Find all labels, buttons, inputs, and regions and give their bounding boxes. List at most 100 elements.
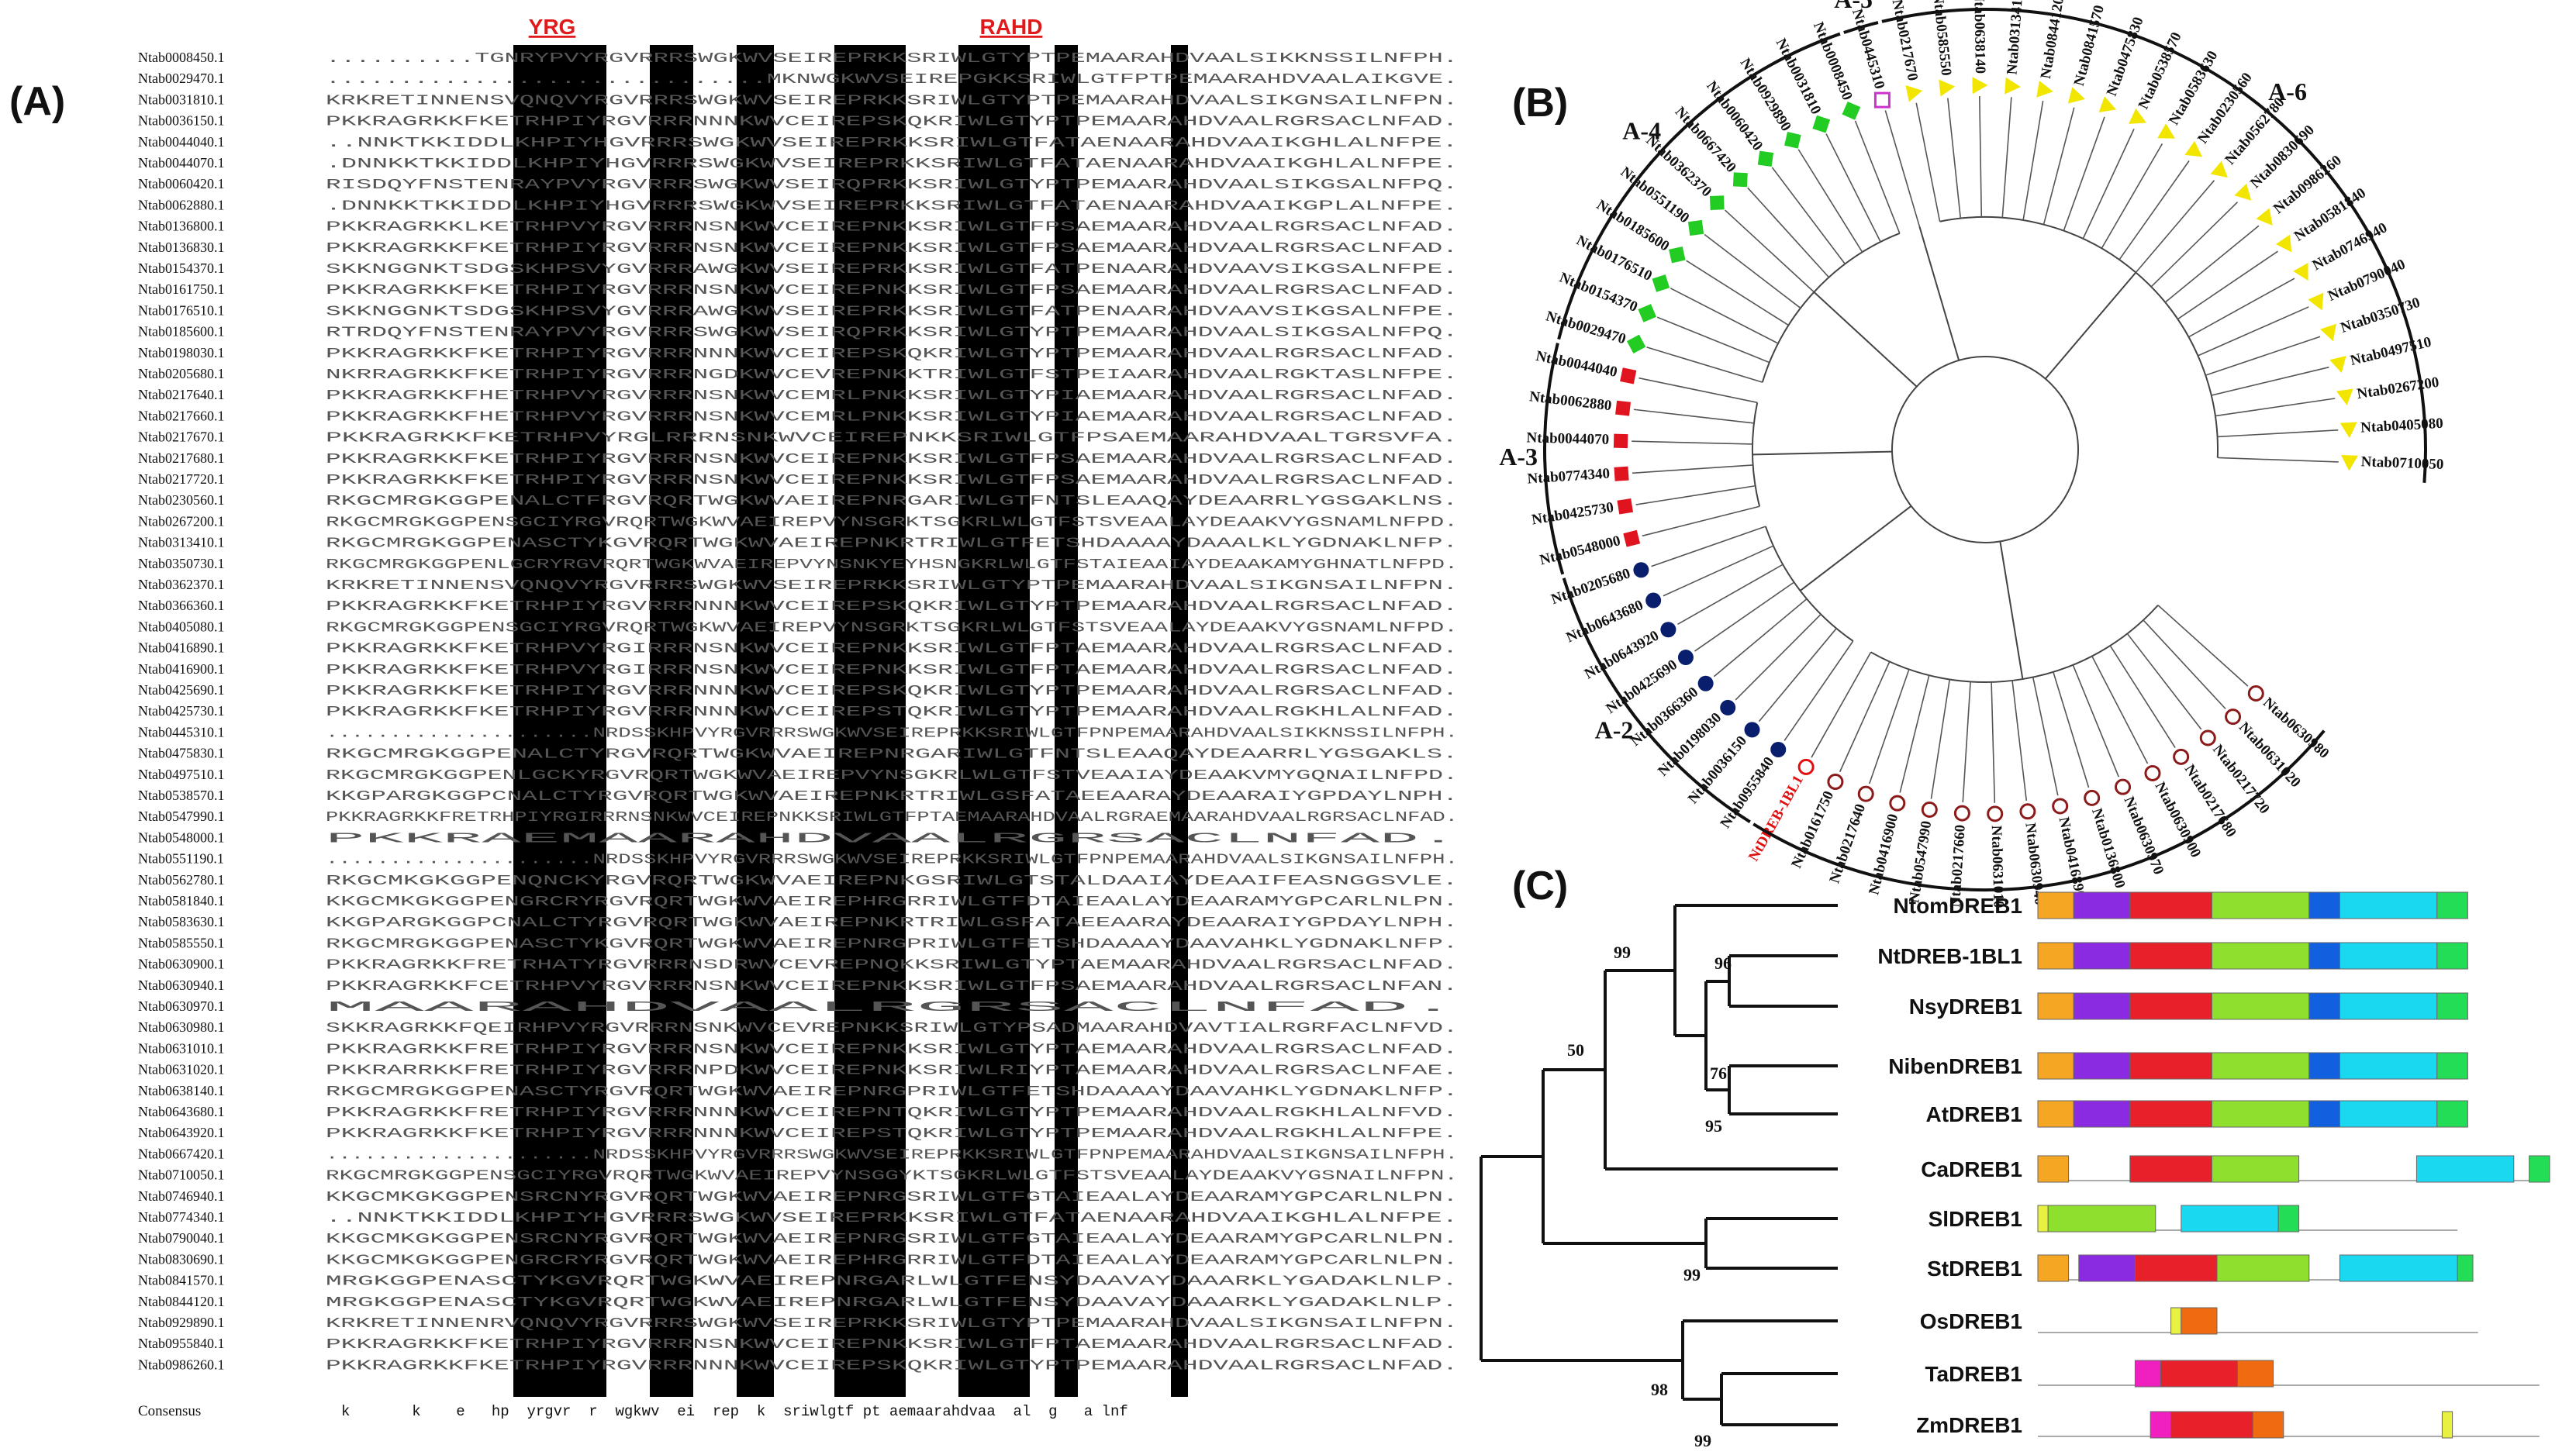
leaf-branch (1646, 347, 1763, 383)
seq-id: Ntab0029470.1 (138, 71, 225, 86)
leaf-marker (2275, 234, 2292, 253)
seq-residues: ..............................MKNWGKWVSE… (326, 72, 1458, 88)
seq-residues: PKKRAGRKKFCETRHPVYRGVRRRNSNKWVCEIREPNKKS… (326, 979, 1458, 995)
seq-id: Ntab0350730.1 (138, 556, 225, 571)
seq-residues: PKKRAGRKKFKETRHPIYRGVRRRNNNKWVCEIREPSKQK… (326, 1358, 1458, 1374)
leaf-marker (2293, 263, 2308, 281)
seq-id: Ntab0060420.1 (138, 176, 225, 191)
seq-residues: PKKRAGRKKFKETRHPIYRGVRRRNNNKWVCEIREPSTQK… (326, 1126, 1458, 1142)
seq-residues: PKKRAGRKKFRETRHATYRGVRRRNSDRWVCEVREPNQKK… (326, 958, 1458, 974)
leaf-branch (1651, 526, 1766, 567)
leaf-marker (1842, 102, 1861, 120)
conserved-block-4 (1055, 45, 1078, 1397)
group-arc (1843, 21, 1879, 34)
seq-id: Ntab0830690.1 (138, 1251, 225, 1267)
panel-c-label: (C) (1512, 864, 1568, 909)
protein-domain (2134, 1360, 2161, 1388)
group-label: A-2 (1595, 716, 1634, 744)
clade-stem (1999, 541, 2024, 680)
leaf-marker (1615, 400, 1631, 416)
seq-id: Ntab0710050.1 (138, 1167, 225, 1183)
leaf-label: Ntab0405080 (2360, 415, 2444, 436)
bootstrap-value: 96 (1714, 953, 1732, 973)
leaf-marker (2084, 789, 2101, 806)
leaf-label: Ntab0790040 (2326, 257, 2408, 305)
leaf-branch (2091, 656, 2149, 764)
protein-domain (2436, 992, 2468, 1020)
protein-domain (2073, 1052, 2131, 1080)
branch-sl-st (1704, 1217, 1838, 1270)
gene-label: NtomDREB1 (1894, 894, 2022, 918)
seq-residues: PKKRAGRKKFKETRHPIYRGVRRRNSNKWVCEIREPNKKS… (326, 1337, 1458, 1353)
leaf-label: Ntab0841570 (2071, 3, 2108, 87)
leaf-marker (1744, 722, 1760, 738)
leaf-marker (1638, 304, 1657, 322)
protein-domain (2211, 1052, 2310, 1080)
leaf-marker (2247, 684, 2264, 702)
leaf-marker (1921, 801, 1938, 818)
leaf-branch (2150, 202, 2239, 288)
protein-domain (2339, 992, 2438, 1020)
leaf-branch (1725, 209, 1815, 293)
seq-residues: PKKRAGRKKFRETRHPIYRGVRRRNSNKWVCEIREPNKKS… (326, 1042, 1458, 1057)
clade-stem (1918, 226, 1960, 361)
leaf-marker (1633, 562, 1649, 578)
leaf-branch (2063, 116, 2105, 231)
seq-id: Ntab0366360.1 (138, 598, 225, 613)
leaf-branch (1713, 598, 1808, 678)
leaf-branch (2072, 664, 2119, 777)
seq-residues: .....................NRDSSKHPVYRGVRRRSWG… (326, 1147, 1458, 1163)
leaf-label: Ntab0416900 (1866, 812, 1901, 897)
leaf-label: Ntab0217670 (1889, 0, 1921, 82)
gene-label: ZmDREB1 (1916, 1413, 2022, 1437)
group-label: A-5 (1834, 0, 1873, 13)
seq-residues: KRKRETINNENRVQNQVYRGVRRRSWGKWVSEIREPRKKS… (326, 1316, 1458, 1332)
protein-domain (2129, 1100, 2212, 1128)
seq-residues: KRKRETINNENSVQNQVYRGVRRRSWGKWVSEIREPRKKS… (326, 578, 1458, 594)
leaf-branch (1825, 133, 1881, 243)
leaf-branch (2188, 278, 2295, 338)
seq-id: Ntab0630970.1 (138, 998, 225, 1014)
seq-residues: PKKRAGRKKFKETRHPIYRGVRRRNNNKWVCEIREPSKQK… (326, 599, 1458, 615)
seq-residues: PKKRAGRKKFKETRHPIYRGVRRRNNNKWVCEIREPSKQK… (326, 347, 1458, 362)
leaf-branch (1747, 187, 1830, 278)
leaf-branch (1633, 409, 1755, 424)
seq-id: Ntab0008450.1 (138, 50, 225, 65)
protein-domain (2037, 992, 2074, 1020)
seq-id: Ntab0631010.1 (138, 1040, 225, 1056)
leaf-marker (1669, 246, 1686, 264)
protein-domain (2211, 942, 2310, 970)
leaf-label: Ntab0267200 (2356, 374, 2440, 402)
leaf-branch (1686, 260, 1789, 326)
leaf-branch (1735, 613, 1822, 701)
seq-residues: PKKRAGRKKFKETRHPIYRGVRRRNSNKWVCEIREPNKKS… (326, 283, 1458, 298)
seq-id: Ntab0475830.1 (138, 746, 225, 761)
leaf-marker (2115, 778, 2132, 795)
leaf-branch (1991, 681, 1996, 803)
seq-id: Ntab0031810.1 (138, 91, 225, 107)
leaf-marker (1784, 132, 1801, 149)
seq-id: Ntab0547990.1 (138, 809, 225, 824)
protein-domain (2073, 992, 2131, 1020)
seq-residues: KKGCMKGKGGPENGRCRYRGVRQRTWGKWVAEIREPHRGR… (326, 895, 1458, 910)
seq-residues: ..........TGNRYPVYRGVRRRSWGKWVSEIREPRKKS… (326, 51, 1458, 67)
seq-id: Ntab0497510.1 (138, 767, 225, 782)
leaf-branch (2217, 429, 2339, 438)
protein-domain (2457, 1254, 2474, 1282)
protein-domain (2073, 891, 2131, 919)
conserved-block-5 (1171, 45, 1188, 1397)
leaf-branch (2217, 457, 2339, 463)
protein-domain (2339, 891, 2438, 919)
leaf-label: Ntab0416890 (2056, 815, 2088, 900)
leaf-marker (1617, 498, 1634, 515)
panel-b-label: (B) (1512, 81, 1568, 126)
protein-domain (2308, 942, 2340, 970)
seq-id: Ntab0774340.1 (138, 1209, 225, 1225)
clade-stem (1752, 450, 1893, 456)
seq-residues: NKRRAGRKKFKETRHPIYRGVRRRNGDKWVCEVREPNKKT… (326, 367, 1458, 383)
seq-id: Ntab0217640.1 (138, 387, 225, 402)
leaf-branch (2143, 619, 2226, 709)
protein-domain (2211, 1100, 2310, 1128)
protein-domain (2441, 1411, 2453, 1439)
